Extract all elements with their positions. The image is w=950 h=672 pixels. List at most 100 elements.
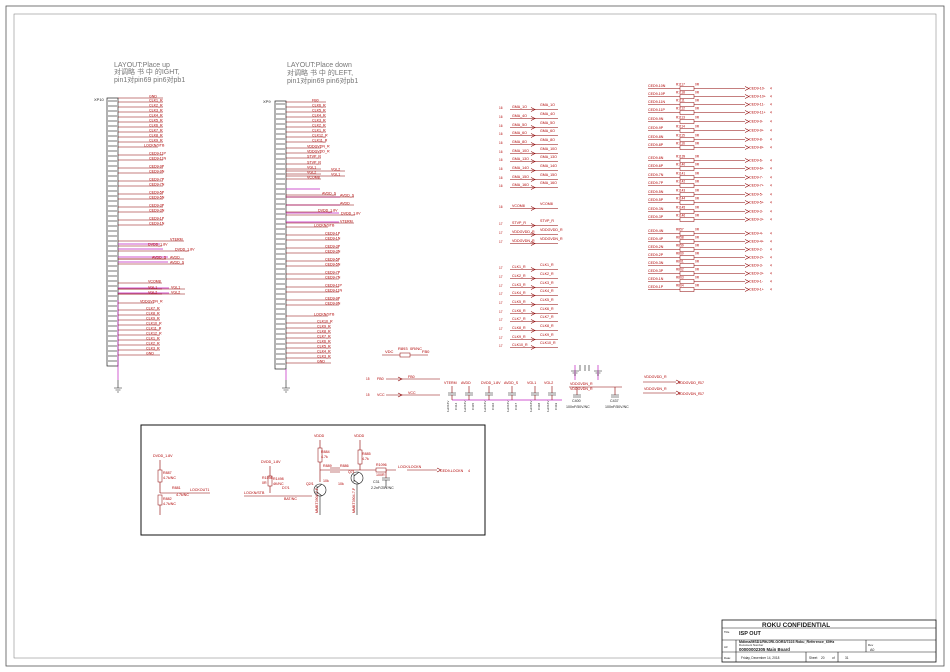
net-label: AVDD	[340, 201, 350, 205]
row-net-right: GMA_16O	[540, 181, 557, 185]
ced-arrow	[744, 110, 750, 115]
title-label: Title	[724, 630, 730, 634]
lock-r1-ref: R887	[163, 471, 172, 475]
fb-net-left: FB0	[377, 377, 384, 381]
ced-out-pin: 4	[770, 272, 772, 276]
net-label: CLK12_R	[312, 133, 328, 137]
net-label: CLK10_R	[146, 321, 162, 325]
ced-resistor	[679, 128, 695, 133]
net-label: CED9-9P	[149, 164, 165, 168]
ced-res-ref: R1145	[676, 206, 685, 210]
ced-out-pin: 4	[770, 256, 772, 260]
net-label: CLK3_R	[149, 108, 163, 112]
net-label: CLK3_R	[312, 118, 326, 122]
row-net-right: GMA_14O	[540, 164, 557, 168]
cap-val: 1uF/16V	[529, 401, 533, 412]
net-label: CED9-9P	[325, 296, 341, 300]
ced-res-ref: R864	[676, 284, 684, 288]
ced-in-net: CED9-9N	[648, 117, 664, 121]
row-net-left: VCOM8	[512, 204, 525, 208]
svg-text:对调略 书 中 的LEFT,: 对调略 书 中 的LEFT,	[287, 68, 353, 77]
ced-out-pin: 4	[770, 103, 772, 107]
ced-out-pin: 4	[770, 288, 772, 292]
ced-arrow	[744, 102, 750, 107]
sheet-frame	[5, 5, 945, 667]
ced-resistor	[679, 119, 695, 124]
net-label: CED9-1N	[149, 221, 165, 225]
svg-text:LAYOUT:Place up: LAYOUT:Place up	[114, 62, 170, 69]
net-label: STVP_R	[307, 154, 321, 158]
ced-out-net: CED9-7+	[749, 184, 764, 188]
ced-out-net: CED9-3+	[749, 272, 764, 276]
svg-text:LAYOUT:Place down: LAYOUT:Place down	[287, 62, 352, 69]
ced-resistor	[679, 200, 695, 205]
xp9-net-labels: FB0CLK6_RCLK5_RCLK4_RCLK3_RCLK2_RCLK1_RC…	[286, 98, 361, 363]
ced-in-net: CED9-1P	[648, 285, 664, 289]
ced-arrow	[744, 158, 750, 163]
row-net-right: GMA_15O	[540, 173, 557, 177]
ced-out-net: CED9-2-	[749, 248, 764, 252]
row-arrow	[530, 232, 536, 237]
row-arrow	[530, 168, 536, 173]
ced-out-net: CED9-10+	[749, 95, 766, 99]
row-net-right: GMA_10O	[540, 147, 557, 151]
row-pin: 17	[499, 310, 503, 314]
ced-arrow	[744, 145, 750, 150]
net-label: CED9-3N	[325, 249, 341, 253]
ced-res-ref: R859	[676, 244, 684, 248]
vddg-out-1: VDDGVDD_R	[644, 375, 667, 379]
cap-val: 1uF/16V	[446, 401, 450, 412]
ced-in-net: CED9-10N	[648, 84, 666, 88]
row-net-right: GMA_4O	[540, 112, 555, 116]
row-net-right: VDDGVDN_R	[540, 237, 563, 241]
net-label: CLK2_R	[149, 103, 163, 107]
lock-q2-label: MMBT3904-7-F	[352, 487, 356, 513]
ced-in-net: CED9-8N	[648, 135, 664, 139]
ced-out-pin: 4	[770, 184, 772, 188]
lock-dvdd-mid: DVDD_1.8V	[261, 460, 281, 464]
row-arrow	[530, 267, 536, 272]
cap-val: 1uF/16V	[483, 401, 487, 412]
svg-text:pin1对pin69 pin6对pb1: pin1对pin69 pin6对pb1	[114, 75, 185, 84]
row-net-right: CLK3_R	[540, 281, 554, 285]
net-label: STVP_R	[307, 160, 321, 164]
row-arrow	[530, 185, 536, 190]
row-arrow	[530, 125, 536, 130]
ced-out-pin: 4	[770, 120, 772, 124]
ced-res-ref: R1115	[676, 134, 685, 138]
row-net-right: CLK8_R	[540, 324, 554, 328]
ced-in-net: CED9-5N	[648, 190, 664, 194]
net-label: LOCKN/STB	[314, 312, 335, 316]
sheet-inner-frame	[13, 13, 937, 659]
ced-out-pin: 4	[770, 95, 772, 99]
net-label: AVDD	[170, 255, 180, 259]
row-net-right: CLK2_R	[540, 272, 554, 276]
title-block: ROKU CONFIDENTIAL Title ISP OUT Mdima/MS…	[721, 619, 937, 663]
row-pin: 16	[499, 167, 503, 171]
row-arrow	[530, 293, 536, 298]
ced-arrow	[744, 175, 750, 180]
ced-arrow	[744, 209, 750, 214]
confidential-banner: ROKU CONFIDENTIAL	[762, 622, 830, 629]
lock-r6-ref: R1598	[262, 476, 273, 480]
row-arrow	[530, 159, 536, 164]
row-net-right: GMA_8O	[540, 138, 555, 142]
capacitor	[485, 392, 493, 396]
ced-out-net: CED9-6+	[749, 167, 764, 171]
svg-text:对调略 书 中 的IGHT,: 对调略 书 中 的IGHT,	[114, 67, 180, 76]
date-label: Date:	[724, 656, 731, 660]
lock-r8-val: 10k	[338, 482, 344, 486]
net-label: CED9-5N	[149, 195, 165, 199]
net-label: CLK2_R	[146, 341, 160, 345]
row-net-left: CLK5_R	[512, 300, 526, 304]
lock-out-net: LOCK/LOCKN	[398, 465, 422, 469]
capacitor	[448, 392, 456, 396]
capacitor	[508, 392, 516, 396]
vdc-val: 0R/NC	[410, 346, 422, 351]
rev-value: A0	[870, 648, 874, 652]
sheet-number: 20	[821, 656, 825, 660]
row-arrow	[530, 133, 536, 138]
row-net-right: CLK10_R	[540, 341, 556, 345]
of-label: of	[832, 656, 835, 660]
ced-in-net: CED9-3N	[648, 207, 664, 211]
